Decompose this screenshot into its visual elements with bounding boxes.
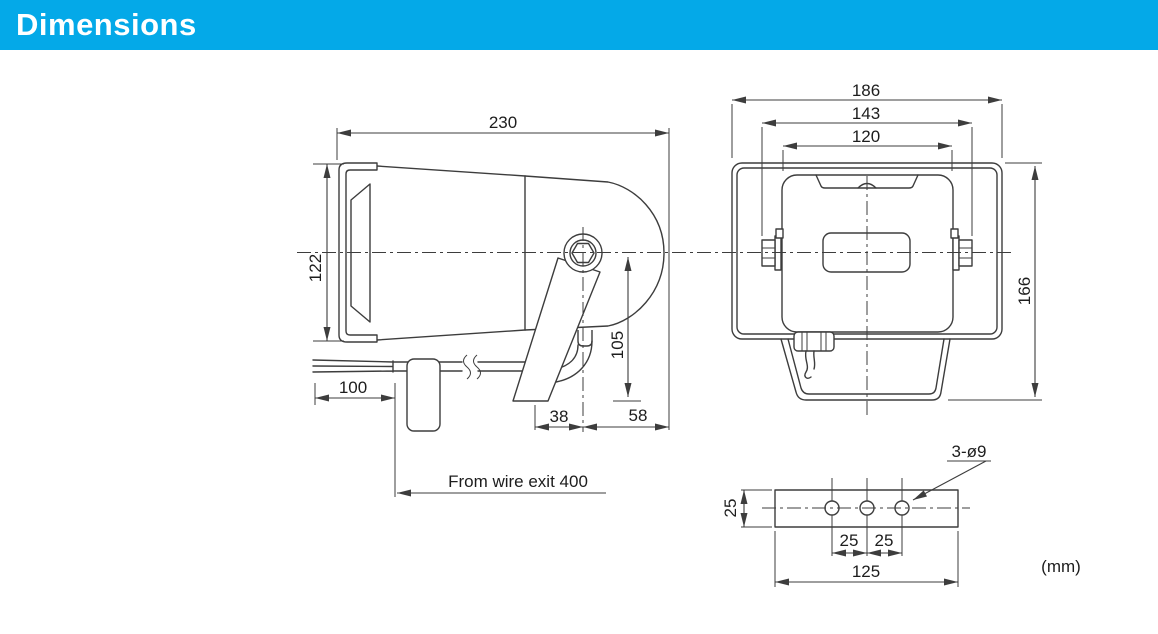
horn-cone-bottom-line	[376, 329, 526, 341]
hanging-wire	[804, 350, 816, 379]
pivot-bolt-hex	[571, 242, 595, 264]
knob-left-tab	[775, 228, 784, 239]
bracket-plate-drawing	[774, 478, 959, 556]
hole-spec-leader	[912, 460, 987, 501]
cable-break-symbol	[463, 354, 481, 380]
side-view-dimensions: 230 122 100 105 38 58 From wire exit 400	[306, 113, 670, 497]
ext-lines-125	[774, 531, 959, 587]
horn-inner-bell	[350, 183, 371, 323]
ext-lines-166	[948, 162, 1042, 401]
dim-pivot-to-rear: 58	[629, 406, 648, 425]
dim-pivot-height: 105	[608, 331, 627, 359]
ext-lines-120	[782, 150, 953, 171]
cable-gland-tab	[577, 330, 593, 347]
gland-rear	[793, 331, 835, 352]
dim-knob-span: 143	[852, 104, 880, 123]
knob-left-facets	[762, 247, 775, 259]
knob-right-tab	[950, 228, 959, 239]
ext-lines-186	[731, 104, 1003, 158]
knob-right	[950, 228, 973, 271]
dim-wire-lead: 100	[339, 378, 367, 397]
wire-leads	[312, 359, 394, 373]
dim-body-width: 120	[852, 127, 880, 146]
dim-hole-spec: 3-ø9	[952, 442, 987, 461]
rear-view-dimensions: 186 143 120 166	[731, 81, 1042, 401]
dim-foot-to-pivot: 38	[550, 407, 569, 426]
dim-plate-length: 125	[852, 562, 880, 581]
cable-sleeve	[406, 358, 441, 432]
section-header: Dimensions	[0, 0, 1158, 50]
dim-bell-height: 122	[306, 254, 325, 282]
ext-lines-100	[314, 383, 396, 497]
page-title: Dimensions	[16, 7, 197, 42]
conduit-elbow-outer	[555, 340, 593, 383]
horn-front-rim	[338, 162, 378, 343]
gland-ridges	[801, 332, 827, 351]
knob-right-facets	[959, 247, 972, 259]
centerlines	[297, 176, 1014, 509]
dim-overall-length: 230	[489, 113, 517, 132]
dim-wire-exit-note: From wire exit 400	[448, 472, 588, 491]
bracket-plate-dimensions: 25 25 25 125 3-ø9	[721, 442, 991, 587]
horn-mouth-outer	[780, 338, 951, 401]
dim-hole-pitch-a: 25	[840, 531, 859, 550]
dim-bracket-width: 186	[852, 81, 880, 100]
horn-mouth-inner	[787, 338, 945, 395]
knob-left	[761, 228, 784, 271]
unit-label: (mm)	[1041, 557, 1081, 576]
dim-hole-pitch-b: 25	[875, 531, 894, 550]
dim-plate-depth: 25	[721, 499, 740, 518]
dim-overall-height: 166	[1015, 277, 1034, 305]
horn-cone-top-line	[376, 165, 526, 177]
ext-lines-143	[761, 127, 973, 236]
hole-crosshairs	[831, 478, 903, 556]
